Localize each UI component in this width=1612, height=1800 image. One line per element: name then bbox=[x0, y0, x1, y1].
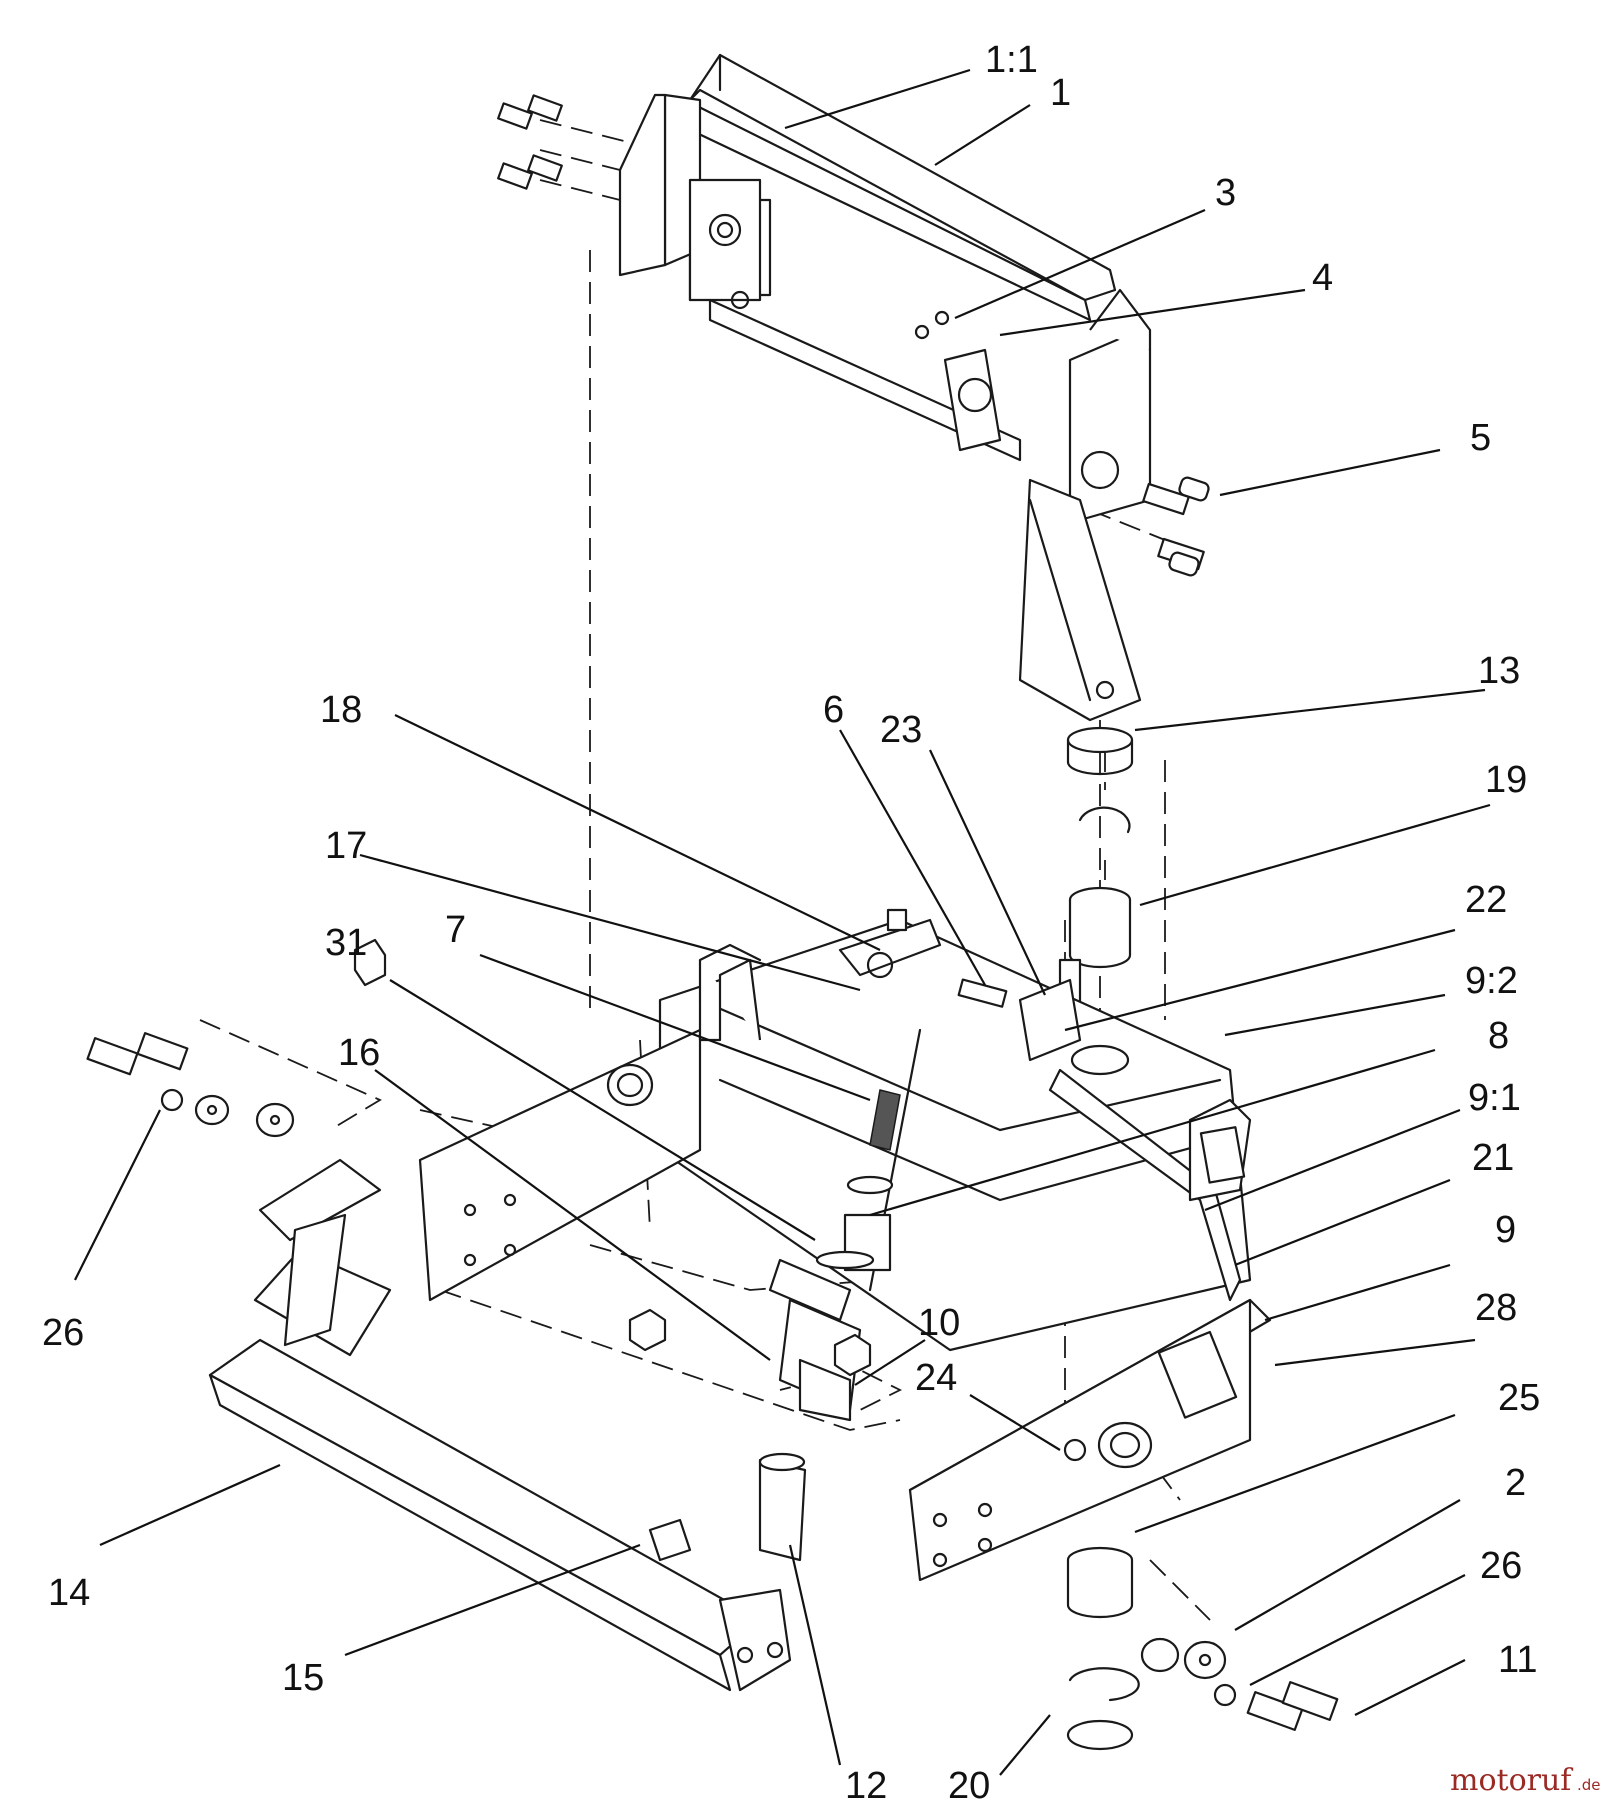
callout-13: 13 bbox=[1478, 650, 1520, 692]
callout-4: 4 bbox=[1312, 257, 1333, 299]
callout-3: 3 bbox=[1215, 172, 1236, 214]
spindle-stack bbox=[1058, 726, 1134, 1022]
lower-frame bbox=[418, 918, 1272, 1582]
callout-18: 18 bbox=[320, 689, 362, 731]
callout-26-left: 26 bbox=[42, 1312, 84, 1354]
callout-10: 10 bbox=[918, 1302, 960, 1344]
nut-icon bbox=[353, 938, 872, 1377]
callout-11: 11 bbox=[1498, 1639, 1537, 1681]
center-strut bbox=[758, 1028, 922, 1562]
callout-1-1: 1:1 bbox=[985, 39, 1038, 81]
callout-28: 28 bbox=[1475, 1287, 1517, 1329]
callout-9-2: 9:2 bbox=[1465, 960, 1518, 1002]
callout-17: 17 bbox=[325, 825, 367, 867]
bushing-icon bbox=[1066, 1546, 1134, 1619]
callout-25: 25 bbox=[1498, 1377, 1540, 1419]
retaining-ring-icon bbox=[1066, 1667, 1140, 1751]
bolt-icon bbox=[86, 1032, 189, 1076]
bolt-icon bbox=[1246, 1681, 1339, 1731]
bolt-icon bbox=[497, 94, 563, 190]
leader-lines bbox=[74, 68, 1491, 1776]
bolt-icon bbox=[1142, 476, 1210, 577]
callout-8: 8 bbox=[1488, 1015, 1509, 1057]
watermark: motoruf .de bbox=[1450, 1763, 1601, 1798]
callout-15: 15 bbox=[282, 1657, 324, 1699]
callout-14: 14 bbox=[48, 1572, 90, 1614]
callout-2: 2 bbox=[1505, 1462, 1526, 1504]
callout-1: 1 bbox=[1050, 72, 1071, 114]
watermark-suffix: .de bbox=[1577, 1776, 1601, 1794]
callout-5: 5 bbox=[1470, 417, 1491, 459]
callout-20: 20 bbox=[948, 1765, 990, 1800]
callout-23: 23 bbox=[880, 709, 922, 751]
washer-icon bbox=[1140, 1637, 1237, 1707]
hardware bbox=[86, 938, 1339, 1751]
bolts-upper bbox=[497, 94, 1210, 577]
callout-7: 7 bbox=[445, 909, 466, 951]
washer-icon bbox=[160, 1088, 295, 1138]
handle-brackets bbox=[698, 908, 1252, 1202]
callout-24: 24 bbox=[915, 1357, 957, 1399]
callout-6: 6 bbox=[823, 689, 844, 731]
caster-fork bbox=[208, 1158, 792, 1692]
callout-22: 22 bbox=[1465, 879, 1507, 921]
callout-19: 19 bbox=[1485, 759, 1527, 801]
watermark-brand: motoruf bbox=[1450, 1763, 1573, 1798]
callout-31: 31 bbox=[325, 922, 367, 964]
callout-16: 16 bbox=[338, 1032, 380, 1074]
callout-26-right: 26 bbox=[1480, 1545, 1522, 1587]
callout-9-1: 9:1 bbox=[1468, 1077, 1521, 1119]
callout-9: 9 bbox=[1495, 1209, 1516, 1251]
callout-12: 12 bbox=[845, 1765, 887, 1800]
callout-labels: 1:1 1 3 4 5 13 19 18 6 23 22 17 31 7 9:2… bbox=[42, 39, 1540, 1800]
upper-arm-frame bbox=[618, 53, 1152, 722]
callout-21: 21 bbox=[1472, 1137, 1514, 1179]
